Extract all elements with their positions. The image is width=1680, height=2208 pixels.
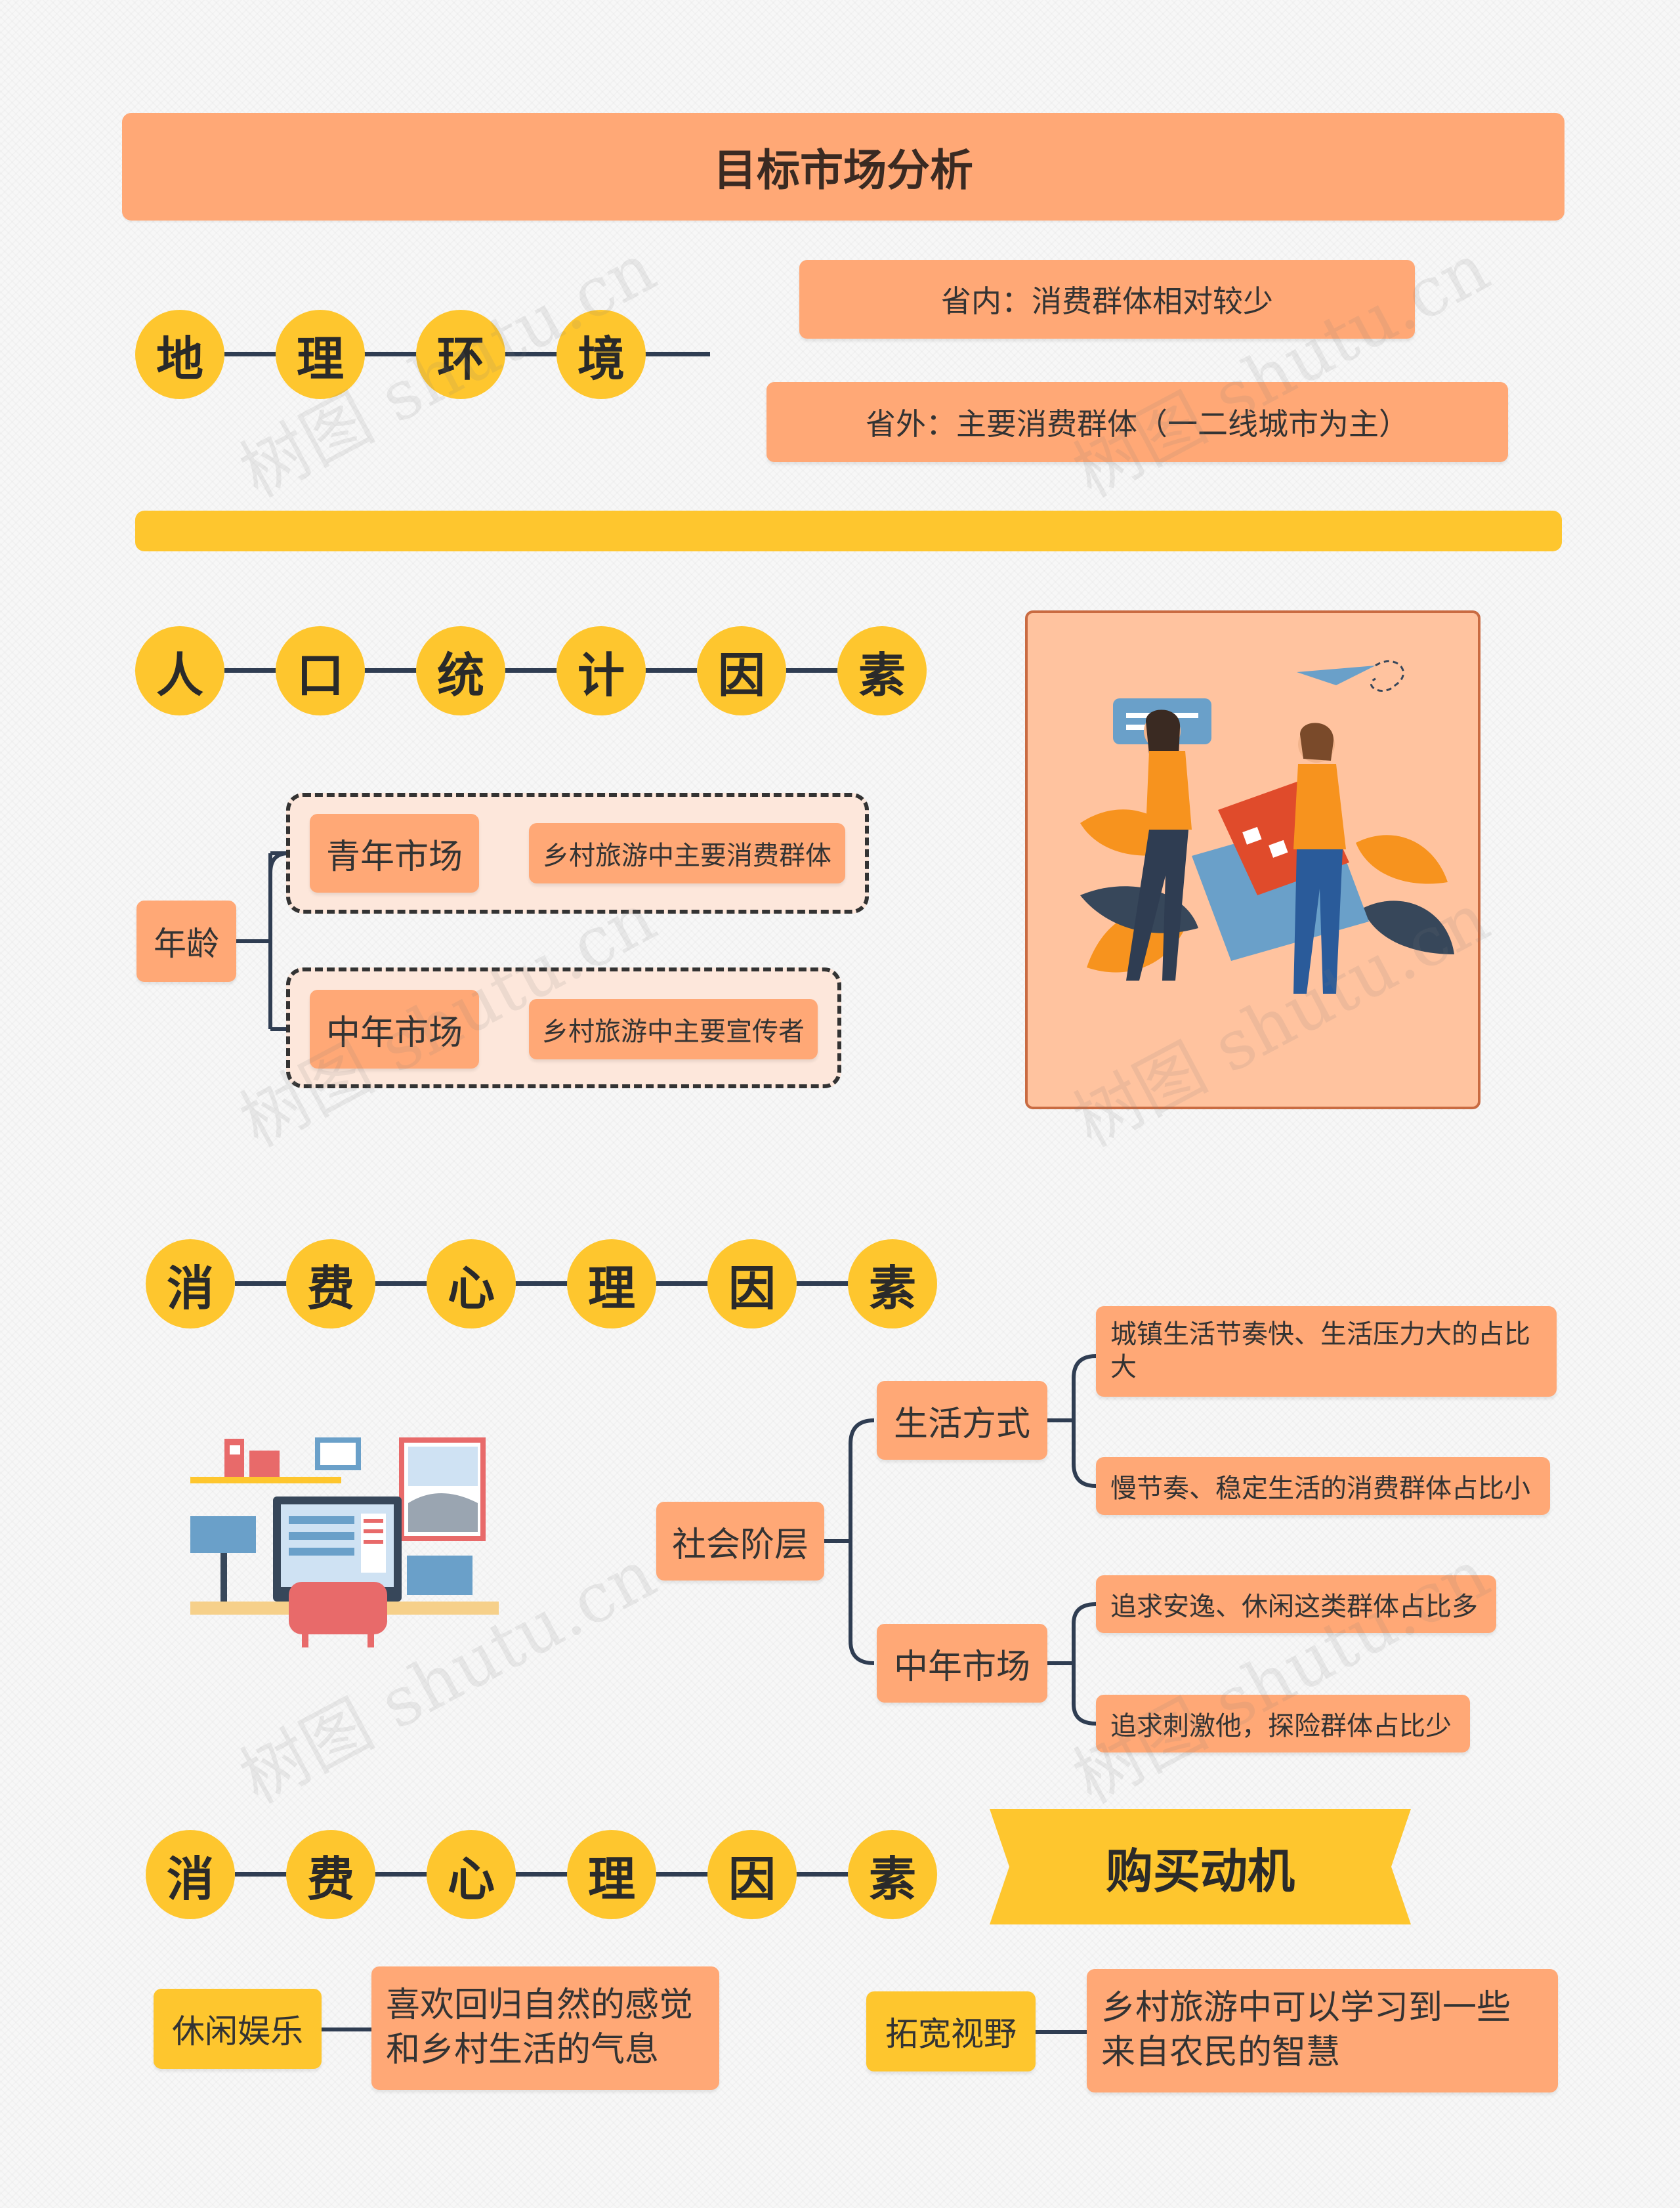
geo-char-1: 地 (135, 310, 224, 399)
psych-char-1: 消 (146, 1239, 235, 1328)
demo-branch-youth: 青年市场 (310, 814, 479, 893)
demo-char-3: 统 (416, 626, 505, 715)
section-divider (135, 511, 1562, 551)
page-title: 目标市场分析 (122, 113, 1564, 221)
demo-leaf-youth: 乡村旅游中主要消费群体 (529, 823, 845, 883)
motive-text-leisure: 喜欢回归自然的感觉和乡村生活的气息 (371, 1966, 719, 2090)
geo-char-3: 环 (416, 310, 505, 399)
demo-char-2: 口 (276, 626, 365, 715)
demo-branch-middle: 中年市场 (310, 990, 479, 1069)
psych-root-node: 社会阶层 (656, 1502, 824, 1581)
psych-char-5: 因 (707, 1239, 797, 1328)
psych-char-6: 素 (848, 1239, 937, 1328)
demo-char-5: 因 (697, 626, 786, 715)
psych-branch-lifestyle: 生活方式 (877, 1381, 1047, 1460)
motive-char-5: 因 (707, 1830, 797, 1919)
psych-leaf-middle-2: 追求刺激他，探险群体占比少 (1096, 1695, 1470, 1752)
motive-label-leisure: 休闲娱乐 (154, 1989, 322, 2069)
motive-char-4: 理 (567, 1830, 656, 1919)
psych-leaf-lifestyle-2: 慢节奏、稳定生活的消费群体占比小 (1096, 1457, 1550, 1515)
psych-connector (235, 1281, 891, 1286)
motive-char-2: 费 (286, 1830, 375, 1919)
psych-leaf-middle-1: 追求安逸、休闲这类群体占比多 (1096, 1575, 1496, 1633)
psych-char-2: 费 (286, 1239, 375, 1328)
geo-outer-node: 省外：主要消费群体（一二线城市为主） (766, 382, 1508, 462)
psych-branch-middle: 中年市场 (877, 1624, 1047, 1703)
geo-inner-node: 省内：消费群体相对较少 (799, 260, 1415, 339)
motive-banner: 购买动机 (1105, 1843, 1295, 1899)
motive-connector (235, 1872, 891, 1877)
motive-char-1: 消 (146, 1830, 235, 1919)
motive-text-horizon: 乡村旅游中可以学习到一些来自农民的智慧 (1087, 1969, 1558, 2092)
psych-char-3: 心 (427, 1239, 516, 1328)
psych-leaf-lifestyle-1: 城镇生活节奏快、生活压力大的占比大 (1096, 1306, 1557, 1397)
geo-char-4: 境 (556, 310, 646, 399)
motive-char-3: 心 (427, 1830, 516, 1919)
demo-char-6: 素 (837, 626, 927, 715)
motive-label-horizon: 拓宽视野 (866, 1991, 1036, 2071)
desk-illustration (190, 1437, 499, 1647)
geo-char-2: 理 (276, 310, 365, 399)
demo-char-4: 计 (556, 626, 646, 715)
people-illustration (1025, 610, 1480, 1109)
demo-leaf-middle: 乡村旅游中主要宣传者 (529, 999, 818, 1059)
demo-root-node: 年龄 (136, 901, 236, 982)
psych-char-4: 理 (567, 1239, 656, 1328)
demo-connector (224, 668, 881, 673)
motive-banner-shape (990, 1809, 1411, 1924)
motive-char-6: 素 (848, 1830, 937, 1919)
demo-char-1: 人 (135, 626, 224, 715)
